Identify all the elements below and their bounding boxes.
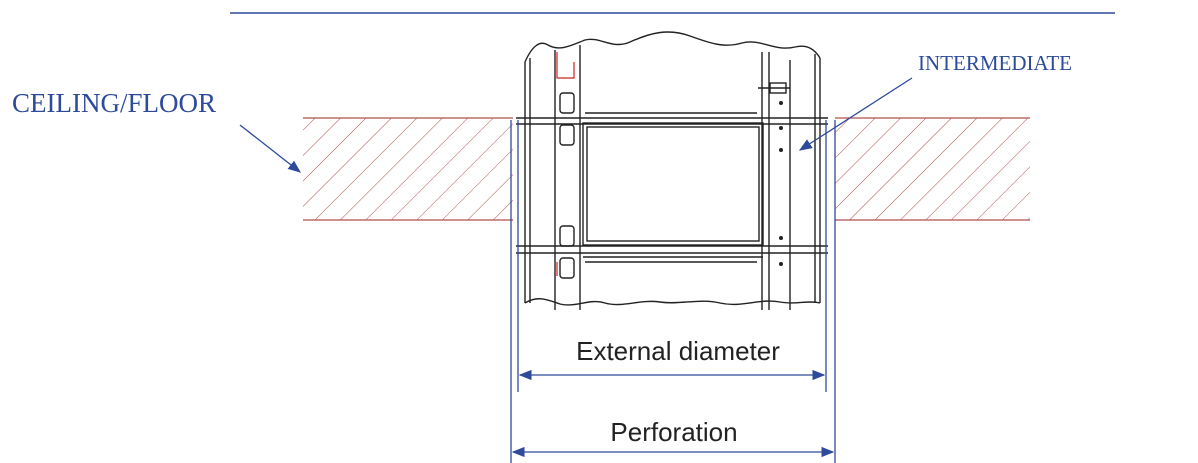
rivets [779, 101, 783, 266]
red-marks [556, 52, 575, 276]
ceiling-floor-label: CEILING/FLOOR [12, 88, 216, 118]
intermediate-label: INTERMEDIATE [918, 51, 1072, 75]
ceiling-floor-leader [239, 124, 302, 173]
slab-right [835, 117, 1030, 221]
ext-diameter-label: External diameter [576, 336, 780, 366]
perforation-label: Perforation [610, 417, 737, 447]
break-line-bottom [524, 298, 821, 306]
slab-left [303, 117, 513, 221]
duct-section [516, 31, 828, 310]
intermediate-leader [798, 77, 913, 151]
break-line-top [524, 31, 821, 63]
